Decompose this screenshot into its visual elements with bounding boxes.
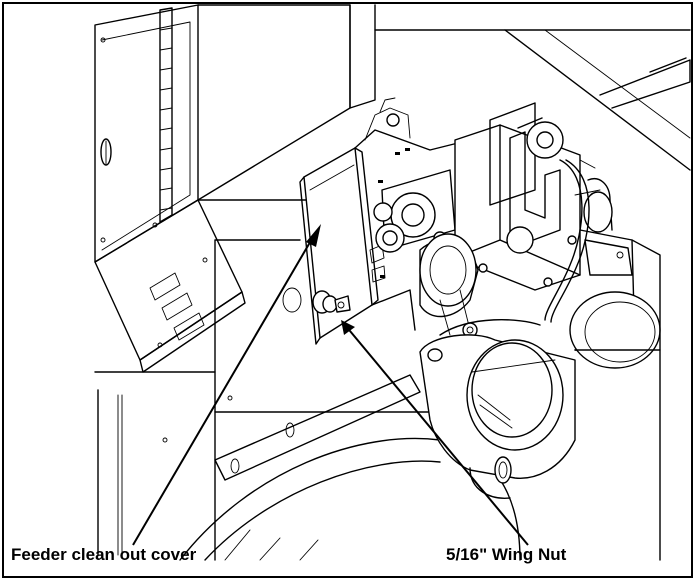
vacuum-hose (439, 159, 590, 336)
feeder-motor-box (454, 102, 581, 291)
deflector-plate (94, 199, 246, 373)
leader-lines (132, 224, 529, 546)
label-wing-nut: 5/16" Wing Nut (446, 545, 567, 564)
auger-tube (419, 233, 479, 338)
intake-collar (419, 334, 576, 499)
convection-blower (569, 159, 661, 369)
back-wall (197, 4, 691, 201)
lower-cabinet (94, 199, 471, 561)
feeder-frame (354, 97, 471, 331)
wing-nut (312, 290, 351, 314)
hinge (159, 7, 173, 223)
hopper-side-panel (94, 4, 199, 263)
label-feeder-clean-out-cover: Feeder clean out cover (11, 545, 197, 564)
mounting-bracket (214, 374, 421, 481)
feed-shaft-assembly (373, 169, 456, 253)
exhaust-elbow (574, 239, 661, 561)
feeder-clean-out-cover (299, 147, 379, 345)
